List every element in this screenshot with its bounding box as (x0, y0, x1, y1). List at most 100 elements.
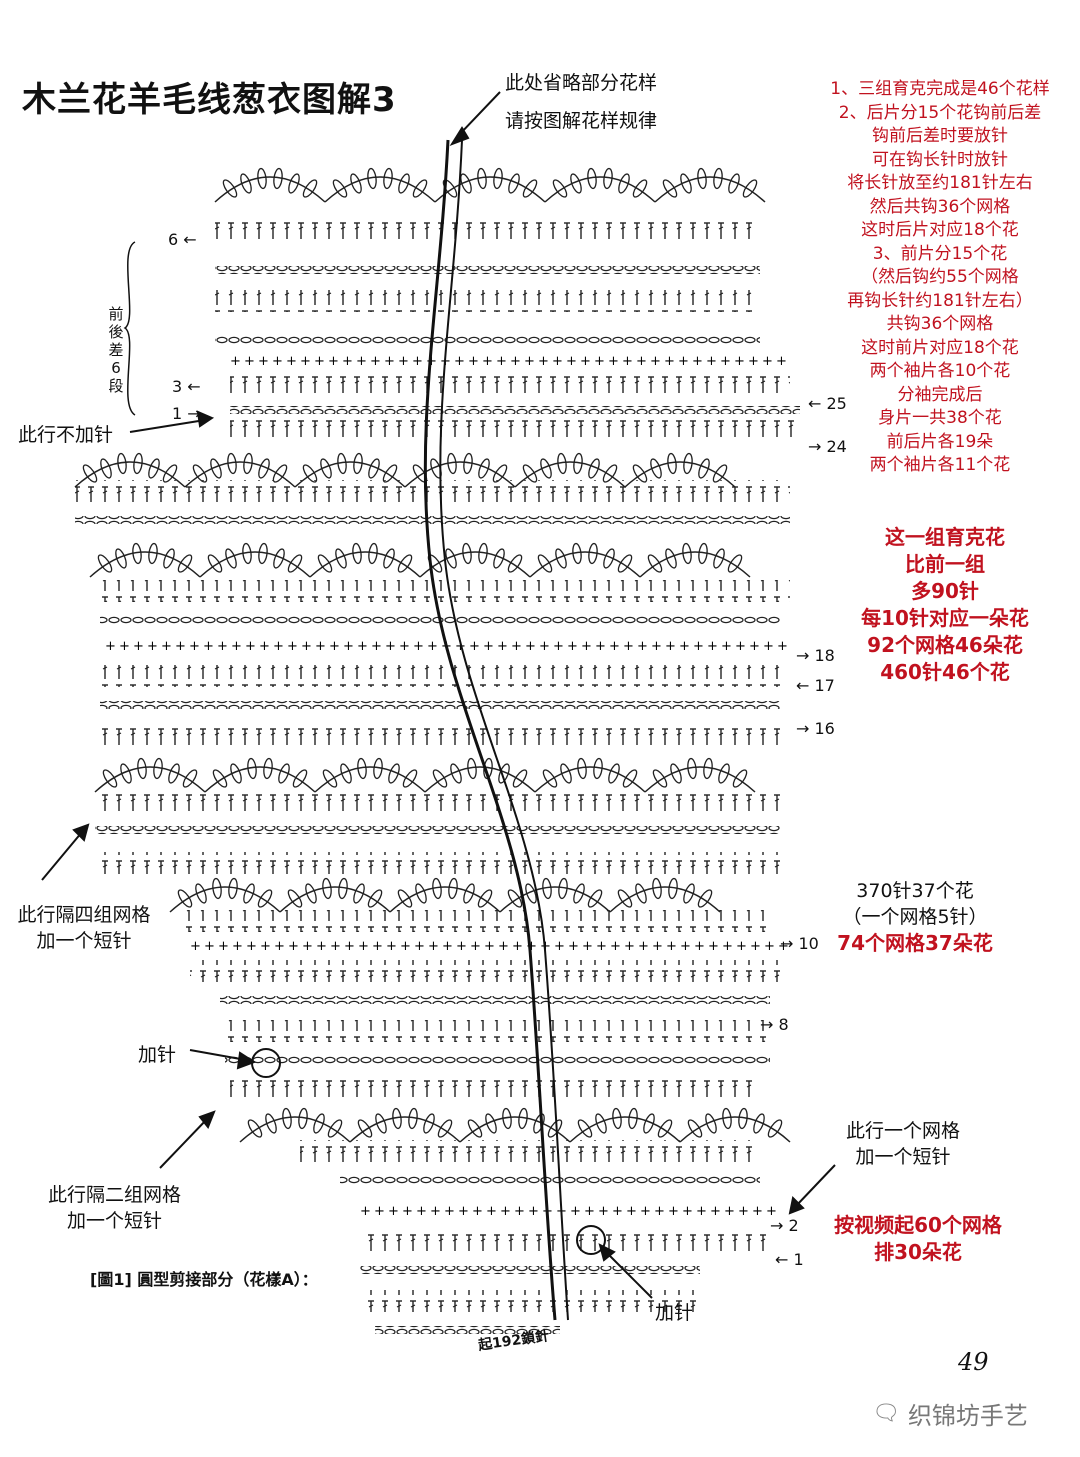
puff-stitch (738, 1107, 748, 1130)
single-crochet-mark: + (374, 1204, 385, 1219)
puff-stitch (257, 889, 273, 908)
puff-stitch (273, 167, 283, 190)
stitch-band (100, 725, 780, 747)
puff-stitch (278, 763, 290, 784)
red-note: 2、后片分15个花钩前后差 (838, 102, 1042, 123)
chain-band (225, 1056, 770, 1064)
puff-stitch (338, 877, 348, 900)
puff-stitch (612, 1107, 622, 1130)
puff-stitch (477, 889, 493, 908)
single-crochet-mark: + (777, 639, 788, 654)
shell-arc (419, 551, 531, 578)
puff-stitch (287, 889, 303, 908)
puff-stitch (593, 757, 603, 780)
bottom-red-note: 按视频起60个网格 排30朵花 (818, 1212, 1018, 1266)
single-crochet-mark: + (638, 939, 649, 954)
single-crochet-mark: + (315, 639, 326, 654)
single-crochet-mark: + (217, 639, 228, 654)
single-crochet-mark: + (763, 639, 774, 654)
puff-stitch (168, 763, 180, 784)
single-crochet-mark: + (637, 639, 648, 654)
chain-band (100, 701, 780, 709)
puff-stitch (570, 173, 582, 194)
puff-stitch (212, 877, 222, 900)
row-number-text: 25 (826, 394, 847, 413)
every-four-note: 此行隔四组网格 加一个短针 (4, 902, 164, 954)
single-crochet-mark: + (272, 354, 283, 369)
puff-stitch (368, 542, 378, 565)
red-note: 将长针放至约181针左右 (847, 173, 1033, 193)
single-crochet-mark: + (416, 1204, 427, 1219)
red-note: 两个袖片各11个花 (869, 455, 1011, 475)
puff-stitch (703, 757, 713, 780)
puff-stitch (512, 769, 528, 788)
single-crochet-mark: + (469, 639, 480, 654)
puff-stitch (222, 179, 238, 198)
red-note: 分袖完成后 (897, 384, 983, 405)
single-crochet-mark: + (442, 939, 453, 954)
note-line: 此行隔二组网格 (47, 1184, 181, 1206)
row-number: ← 17 (796, 676, 835, 695)
puff-stitch (137, 757, 147, 780)
single-crochet-mark: + (721, 639, 732, 654)
single-crochet-mark: + (652, 939, 663, 954)
row-number: → 10 (780, 934, 819, 953)
single-crochet-mark: + (302, 939, 313, 954)
shell-arc (679, 1116, 791, 1143)
puff-stitch (432, 769, 448, 788)
shell-arc (389, 886, 501, 913)
single-crochet-mark: + (598, 1204, 609, 1219)
puff-stitch (115, 548, 127, 569)
single-crochet-mark: + (454, 354, 465, 369)
puff-stitch (652, 877, 662, 900)
puff-stitch (243, 452, 253, 475)
puff-stitch (668, 877, 678, 900)
single-crochet-mark: + (539, 639, 550, 654)
puff-stitch (617, 554, 633, 573)
row-number: → 16 (796, 719, 835, 738)
puff-stitch (573, 883, 585, 904)
puff-stitch (148, 458, 160, 479)
puff-stitch (540, 458, 552, 479)
single-crochet-mark: + (679, 639, 690, 654)
puff-stitch (463, 883, 475, 904)
every-two-note: 此行隔二组网格 加一个短针 (32, 1182, 197, 1234)
shell-arc (499, 886, 611, 913)
red-note: 身片一共38个花 (878, 408, 1002, 428)
puff-stitch (337, 452, 347, 475)
red-note: 钩前后差时要放针 (872, 126, 1008, 146)
single-crochet-mark: + (388, 1204, 399, 1219)
single-crochet-mark: + (764, 939, 775, 954)
shell-arc (424, 766, 536, 793)
single-crochet-mark: + (287, 639, 298, 654)
puff-stitch (177, 889, 193, 908)
note-line: 加一个短针 (855, 1146, 951, 1168)
omitted-note-line2: 请按图解花样规律 (505, 110, 658, 132)
puff-stitch (518, 1107, 528, 1130)
single-crochet-mark: + (608, 354, 619, 369)
puff-stitch (507, 554, 523, 573)
puff-stitch (485, 1113, 497, 1134)
puff-stitch (210, 458, 222, 479)
puff-stitch (402, 769, 418, 788)
puff-stitch (537, 554, 553, 573)
single-crochet-mark: + (189, 639, 200, 654)
puff-stitch (382, 464, 398, 483)
single-crochet-mark: + (708, 939, 719, 954)
increase-label-bottom: 加针 (655, 1302, 694, 1324)
puff-stitch (258, 458, 270, 479)
single-crochet-mark: + (482, 354, 493, 369)
puff-stitch (603, 167, 613, 190)
chain-band (95, 826, 780, 834)
single-crochet-mark: + (664, 354, 675, 369)
puff-stitch (697, 167, 707, 190)
row-number-text: 8 (778, 1015, 789, 1034)
puff-stitch (82, 464, 98, 483)
puff-stitch (257, 167, 267, 190)
puff-stitch (577, 1119, 593, 1138)
single-crochet-mark: + (554, 939, 565, 954)
single-crochet-mark: + (246, 939, 257, 954)
single-crochet-mark: + (696, 1204, 707, 1219)
single-crochet-mark: + (582, 939, 593, 954)
front-back-brace (123, 241, 136, 416)
